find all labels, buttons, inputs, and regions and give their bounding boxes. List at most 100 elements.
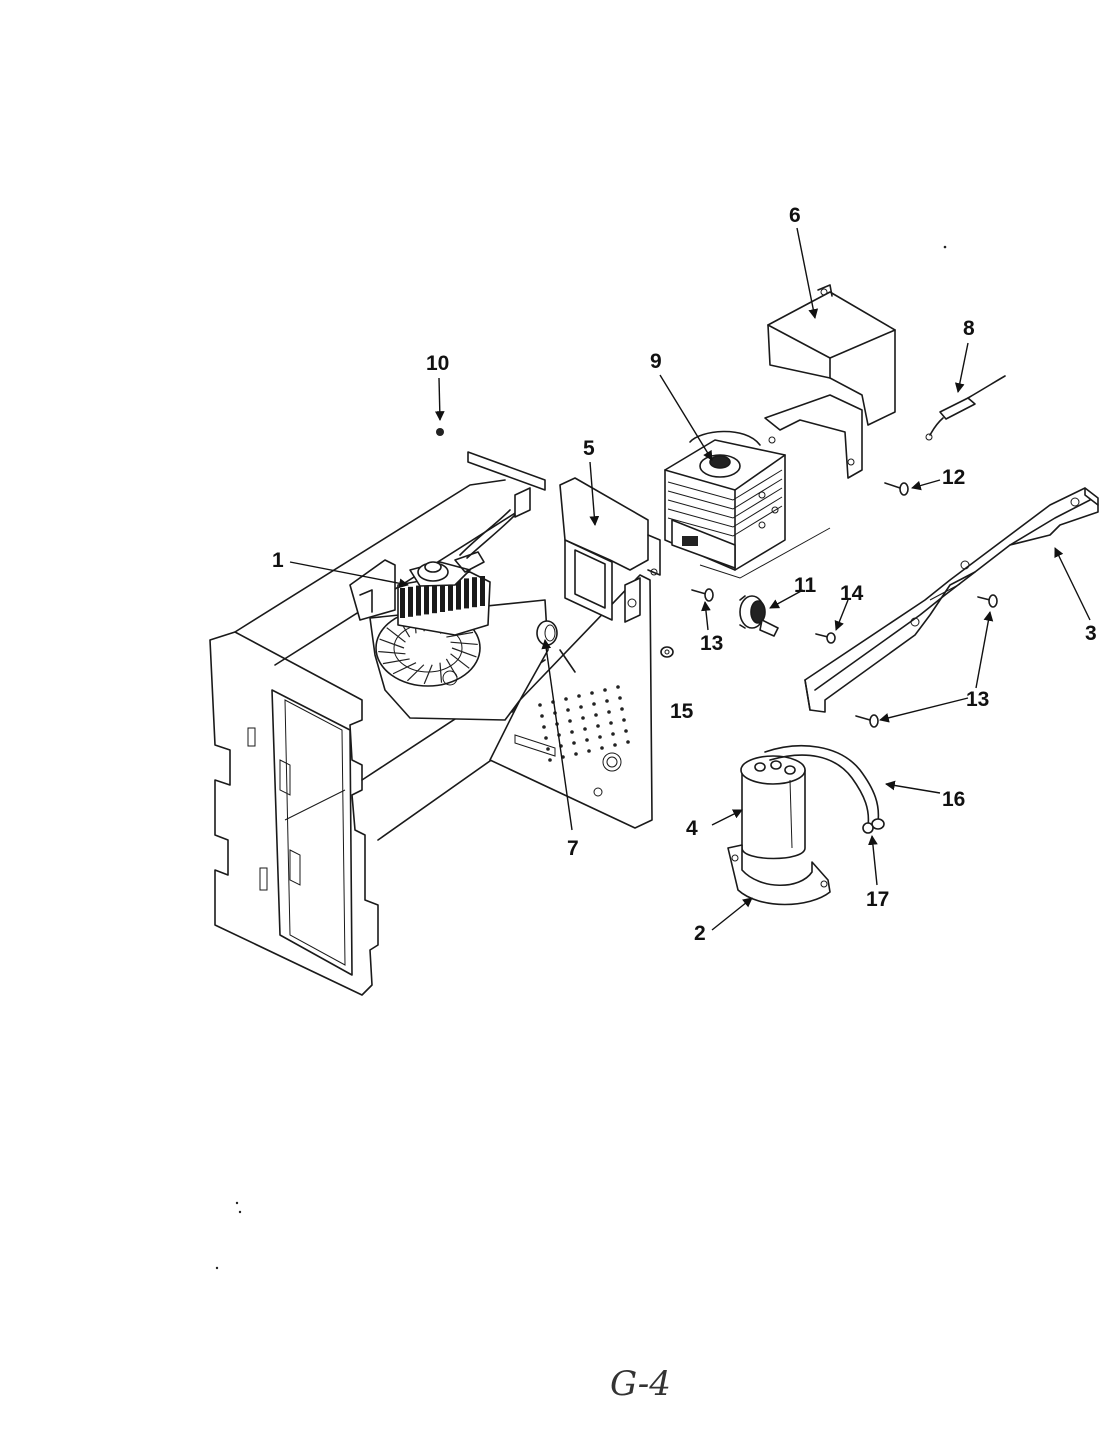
vent-hole <box>579 705 583 709</box>
callout-15: 15 <box>670 700 694 723</box>
fan-blade <box>451 647 477 658</box>
vent-hole <box>546 747 550 751</box>
fan-blade <box>450 641 478 646</box>
vent-hole <box>607 710 611 714</box>
vent-hole <box>611 732 615 736</box>
fan-blade <box>379 638 405 649</box>
callout-1: 1 <box>272 549 284 572</box>
magnetron-fin <box>667 505 783 537</box>
magnetron-fin <box>667 496 783 528</box>
vent-hole <box>609 721 613 725</box>
vent-hole <box>603 688 607 692</box>
part-17-lead-terminal <box>862 822 874 834</box>
part-10-screw <box>436 428 444 436</box>
part-12-screw <box>884 482 909 496</box>
chassis-frame <box>209 451 549 996</box>
vent-hole <box>605 699 609 703</box>
part-1-fan-motor <box>349 509 576 721</box>
vent-hole <box>598 735 602 739</box>
vent-hole <box>624 729 628 733</box>
callout-9: 9 <box>650 350 662 373</box>
part-3-support-rail <box>804 487 1099 713</box>
magnetron-fin <box>667 487 783 519</box>
callout-3: 3 <box>1085 622 1097 645</box>
vent-hole <box>538 703 542 707</box>
page-mark: G-4 <box>610 1364 671 1404</box>
vent-hole <box>574 752 578 756</box>
fan-blade <box>450 653 470 669</box>
part-15-washer <box>660 646 674 658</box>
part-6-air-duct <box>764 284 896 479</box>
callout-labels: 1 2 3 4 5 6 7 8 9 10 11 12 13 13 14 15 1… <box>272 204 1097 945</box>
vent-hole <box>620 707 624 711</box>
vent-hole <box>564 697 568 701</box>
vent-hole <box>596 724 600 728</box>
vent-hole <box>572 741 576 745</box>
callout-13-rail: 13 <box>966 688 989 711</box>
callout-16: 16 <box>942 788 965 811</box>
callout-12: 12 <box>942 466 965 489</box>
part-16-lead-wire <box>764 744 885 830</box>
vent-hole <box>600 746 604 750</box>
vent-hole <box>594 713 598 717</box>
vent-hole <box>548 758 552 762</box>
vent-hole <box>587 749 591 753</box>
callout-10: 10 <box>426 352 449 375</box>
motor-winding <box>400 588 405 618</box>
motor-winding <box>472 577 477 608</box>
part-13-screw-center <box>691 588 714 602</box>
callout-5: 5 <box>583 437 595 460</box>
callout-7: 7 <box>567 837 579 860</box>
vent-hole <box>570 730 574 734</box>
vent-hole <box>540 714 544 718</box>
callout-2: 2 <box>694 922 706 945</box>
vent-hole <box>568 719 572 723</box>
vent-hole <box>592 702 596 706</box>
callout-leaders <box>289 227 1091 931</box>
vent-hole <box>566 708 570 712</box>
motor-winding <box>448 580 453 611</box>
fan-blade <box>446 631 474 638</box>
vent-hole <box>616 685 620 689</box>
motor-winding <box>424 584 429 615</box>
part-14-screw <box>815 632 836 644</box>
vent-hole <box>585 738 589 742</box>
fan-blade <box>386 627 406 643</box>
vent-hole <box>583 727 587 731</box>
magnetron-fin <box>667 478 783 510</box>
vent-hole <box>622 718 626 722</box>
callout-11: 11 <box>794 574 817 597</box>
callout-17: 17 <box>866 888 889 911</box>
vent-hole <box>544 736 548 740</box>
vent-hole <box>581 716 585 720</box>
part-2-capacitor-clamp <box>727 844 831 906</box>
part-9-magnetron <box>664 430 831 579</box>
motor-winding <box>480 576 485 606</box>
vent-hole <box>613 743 617 747</box>
callout-14: 14 <box>840 582 864 605</box>
vent-hole <box>626 740 630 744</box>
motor-winding <box>456 579 461 610</box>
part-11-thermostat <box>739 595 779 637</box>
part-8-thermal-fuse <box>925 375 1006 441</box>
part-4-capacitor <box>740 755 806 860</box>
motor-winding <box>416 585 421 616</box>
fan-blade <box>423 664 433 685</box>
vent-perforations <box>538 685 630 762</box>
fan-blade <box>392 662 417 675</box>
vent-hole <box>542 725 546 729</box>
part-13-screw-rail-lower <box>855 714 879 728</box>
fan-blade <box>439 662 443 683</box>
motor-winding <box>432 583 437 614</box>
vent-hole <box>618 696 622 700</box>
fan-blade <box>406 664 425 682</box>
motor-winding <box>440 582 445 612</box>
part-7-grommet <box>536 620 558 646</box>
part-13-screw-rail-upper <box>977 594 998 608</box>
part-5-waveguide-bracket <box>559 477 661 623</box>
vent-hole <box>590 691 594 695</box>
fan-blade <box>382 658 410 665</box>
fan-blade <box>378 650 406 655</box>
magnetron-fin <box>667 469 783 501</box>
